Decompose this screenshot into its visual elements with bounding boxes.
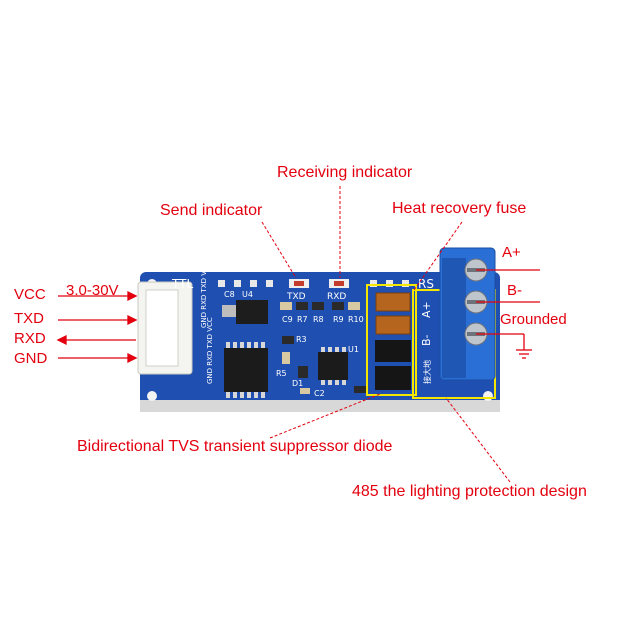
silk-r3: R3 [296,335,307,344]
lightning-protection-label: 485 the lighting protection design [352,483,587,500]
right-pin-lines [476,269,540,359]
terminal-block-shadow [442,258,466,378]
voltage-label: 3.0-30V [66,282,119,299]
diode-d1 [298,366,308,378]
fuse-highlight-box [366,284,417,396]
ttl-connector-housing [145,289,179,367]
pcb-edge [140,400,500,412]
silk-c2: C2 [314,389,325,398]
fuse-2 [375,315,411,335]
vcc-label: VCC [14,286,46,303]
silk-txd: TXD [286,292,306,302]
smd-row [280,302,360,310]
rs485-ic [318,352,348,380]
silk-pins-bottom: GND RXD TXD VCC [206,317,214,384]
left-pin-arrows [56,290,138,364]
fuse-1 [375,292,411,312]
silk-c9: C9 [282,315,293,324]
silk-u4: U4 [242,290,253,299]
main-ic-pins [226,342,265,398]
silk-c8: C8 [224,290,235,299]
rs485-ic-pins [321,347,346,385]
send-indicator-label: Send indicator [160,202,263,219]
callout-lines [261,186,511,483]
resistor-r3 [282,336,294,344]
ttl-header-pads [218,280,409,287]
silk-r10: R10 [348,315,364,324]
silk-r9: R9 [333,315,344,324]
rxd-label: RXD [14,330,46,347]
silk-d1: D1 [292,379,303,388]
silk-r7: R7 [297,315,308,324]
grounded-label: Grounded [500,311,567,328]
regulator-chip [236,300,268,324]
silk-ground-cn: 接大地 [422,360,432,384]
cap-small [282,352,290,364]
silk-b-minus: B- [420,334,433,346]
resistor-small [354,386,366,393]
tvs-diode-2 [375,366,411,390]
silk-r8: R8 [313,315,324,324]
main-ic [224,348,268,392]
cap-c2 [300,388,310,394]
regulator-tab [222,305,236,317]
silk-rxd: RXD [327,292,346,302]
a-plus-label: A+ [502,244,521,261]
silk-r5: R5 [276,369,287,378]
silk-pins-top: GND RXD TXD VCC [200,261,208,328]
txd-label: TXD [14,310,44,327]
silk-rs: RS [418,277,434,291]
mounting-hole [483,391,493,401]
heat-recovery-fuse-label: Heat recovery fuse [392,200,527,217]
send-led-die [294,281,304,286]
silk-u1: U1 [348,345,359,354]
gnd-label: GND [14,350,48,367]
silk-a-plus: A+ [420,301,433,318]
receiving-indicator-label: Receiving indicator [277,164,413,181]
mounting-hole [147,391,157,401]
b-minus-label: B- [507,282,522,299]
receive-led-die [334,281,344,286]
silk-ttl: TTL [171,277,193,291]
tvs-diode-1 [375,340,411,362]
tvs-diode-label: Bidirectional TVS transient suppressor d… [77,438,393,455]
